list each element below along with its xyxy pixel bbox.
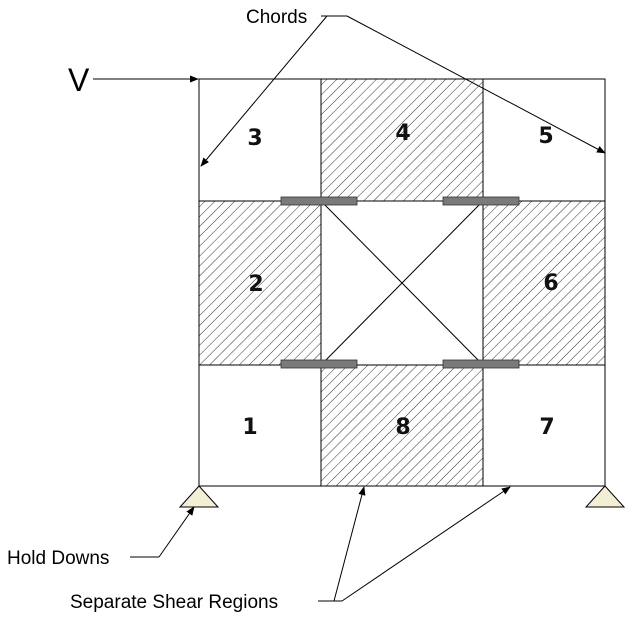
panel-8-region bbox=[321, 365, 483, 486]
strap-bottom-right bbox=[442, 359, 520, 369]
shear-regions-arrow-left bbox=[333, 486, 366, 602]
load-label: V bbox=[68, 62, 90, 98]
chords-arrow-right bbox=[346, 15, 606, 154]
panel-label-6: 6 bbox=[543, 271, 558, 296]
straps bbox=[280, 196, 520, 369]
chords-arrow-left bbox=[200, 15, 328, 167]
panel-4-region bbox=[321, 79, 483, 201]
chords-label: Chords bbox=[246, 7, 307, 28]
panel-label-8: 8 bbox=[395, 415, 410, 440]
hold-down-right bbox=[584, 485, 626, 508]
panel-label-3: 3 bbox=[247, 126, 262, 151]
panel-label-7: 7 bbox=[539, 415, 554, 440]
panel-2-region bbox=[199, 201, 321, 365]
panel-label-2: 2 bbox=[248, 272, 263, 297]
hold-down-left bbox=[178, 485, 220, 508]
shear-regions-label: Separate Shear Regions bbox=[70, 592, 278, 613]
shear-regions-arrow-right bbox=[341, 486, 511, 602]
strap-top-right bbox=[442, 196, 520, 206]
wall-frame bbox=[198, 78, 606, 487]
strap-top-left bbox=[280, 196, 358, 206]
strap-bottom-left bbox=[280, 359, 358, 369]
panel-label-4: 4 bbox=[395, 121, 410, 146]
opening-diagonal-2 bbox=[320, 200, 484, 366]
panel-label-5: 5 bbox=[538, 124, 553, 149]
panel-6-region bbox=[483, 201, 605, 365]
panel-label-1: 1 bbox=[242, 415, 257, 440]
hold-downs-arrow bbox=[158, 506, 195, 558]
hold-downs-label: Hold Downs bbox=[7, 548, 109, 569]
